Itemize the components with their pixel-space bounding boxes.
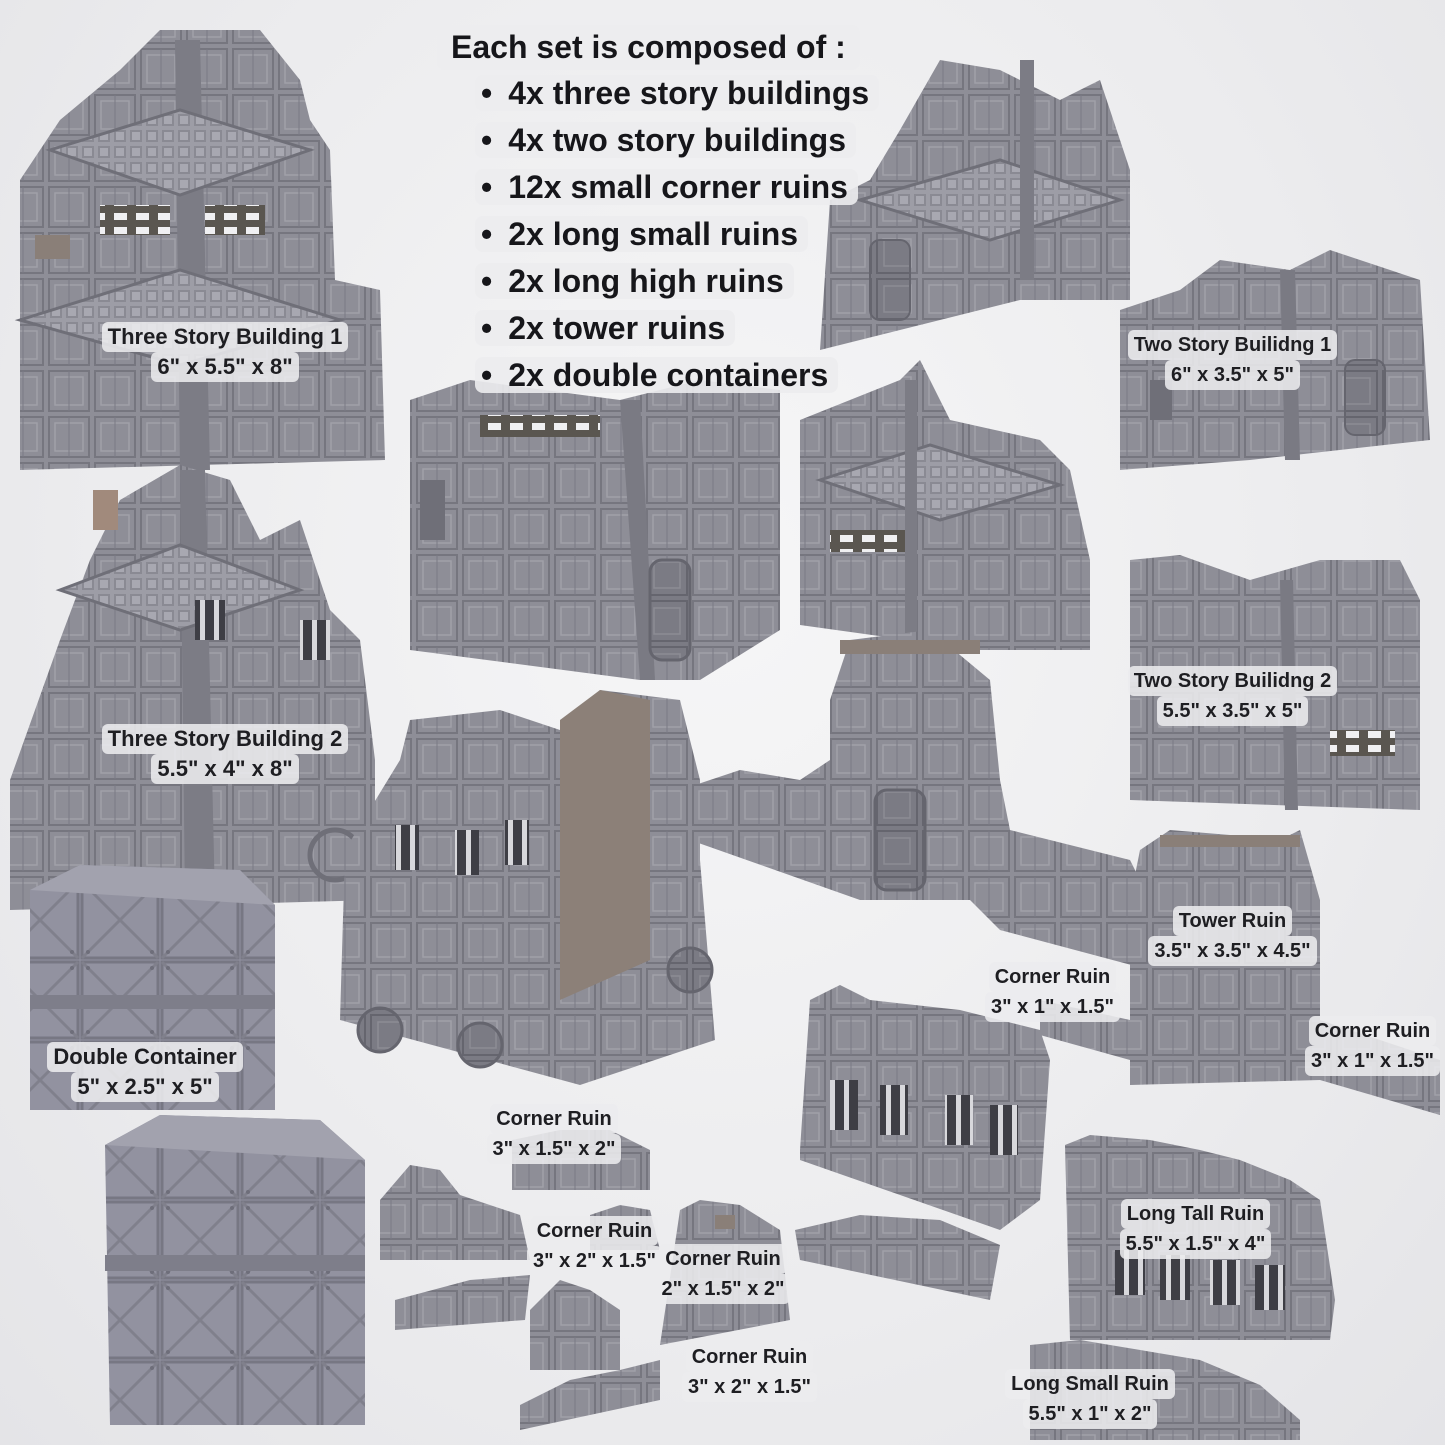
label-size: 3" x 2" x 1.5" bbox=[527, 1246, 662, 1276]
label-name: Three Story Building 1 bbox=[101, 322, 349, 352]
long-small-ruin-label: Long Small Ruin 5.5" x 1" x 2" bbox=[995, 1369, 1185, 1429]
label-name: Corner Ruin bbox=[685, 1342, 814, 1372]
three-story-building-2-model bbox=[10, 465, 375, 910]
label-name: Tower Ruin bbox=[1172, 906, 1293, 936]
label-name: Two Story Builidng 2 bbox=[1127, 666, 1338, 696]
label-name: Corner Ruin bbox=[988, 962, 1117, 992]
corner-ruin-b-label: Corner Ruin 3" x 1" x 1.5" bbox=[1300, 1016, 1445, 1076]
set-item-text: 2x long small ruins bbox=[475, 216, 809, 252]
corner-ruin-a-label: Corner Ruin 3" x 1" x 1.5" bbox=[975, 962, 1130, 1022]
label-name: Corner Ruin bbox=[490, 1104, 618, 1134]
set-list-heading: Each set is composed of : bbox=[437, 25, 860, 70]
two-story-building-centre-model bbox=[410, 380, 780, 680]
three-story-building-1-model bbox=[14, 30, 385, 470]
corner-ruin-d-label: Corner Ruin 3" x 2" x 1.5" bbox=[517, 1216, 672, 1276]
set-item: 4x two story buildings bbox=[475, 117, 879, 164]
label-name: Long Tall Ruin bbox=[1120, 1199, 1271, 1229]
label-name: Three Story Building 2 bbox=[101, 724, 349, 754]
label-size: 5.5" x 1" x 2" bbox=[1022, 1399, 1158, 1429]
long-tall-ruin-label: Long Tall Ruin 5.5" x 1.5" x 4" bbox=[1108, 1199, 1283, 1259]
long-tall-ruin-centre-model bbox=[800, 985, 1050, 1230]
label-size: 3" x 1" x 1.5" bbox=[1305, 1046, 1440, 1076]
three-story-building-1-label: Three Story Building 1 6" x 5.5" x 8" bbox=[75, 322, 375, 382]
corner-ruin-e-label: Corner Ruin 2" x 1.5" x 2" bbox=[648, 1244, 798, 1304]
corner-ruin-c-label: Corner Ruin 3" x 1.5" x 2" bbox=[478, 1104, 630, 1164]
set-item: 2x long small ruins bbox=[475, 211, 879, 258]
three-story-building-2-label: Three Story Building 2 5.5" x 4" x 8" bbox=[75, 724, 375, 784]
double-container-bottom-model bbox=[105, 1115, 365, 1425]
set-item: 12x small corner ruins bbox=[475, 164, 879, 211]
set-item-text: 4x two story buildings bbox=[475, 122, 857, 158]
label-size: 6" x 3.5" x 5" bbox=[1165, 360, 1300, 390]
set-item: 2x double containers bbox=[475, 352, 879, 399]
label-size: 6" x 5.5" x 8" bbox=[151, 352, 299, 382]
label-name: Double Container bbox=[47, 1042, 243, 1072]
two-story-building-middle-model bbox=[800, 360, 1090, 650]
label-size: 5" x 2.5" x 5" bbox=[71, 1072, 219, 1102]
set-item: 2x tower ruins bbox=[475, 305, 879, 352]
label-name: Two Story Builidng 1 bbox=[1127, 330, 1338, 360]
label-size: 3" x 1" x 1.5" bbox=[985, 992, 1120, 1022]
set-item: 4x three story buildings bbox=[475, 70, 880, 117]
two-story-corner-ruin-model bbox=[820, 60, 1130, 350]
two-story-building-1-label: Two Story Builidng 1 6" x 3.5" x 5" bbox=[1110, 330, 1355, 390]
set-item-text: 2x double containers bbox=[475, 357, 839, 393]
set-item: 2x long high ruins bbox=[475, 258, 879, 305]
corner-ruin-f-label: Corner Ruin 3" x 2" x 1.5" bbox=[672, 1342, 827, 1402]
three-story-ruin-centre-model bbox=[340, 690, 715, 1085]
label-size: 3.5" x 3.5" x 4.5" bbox=[1148, 936, 1317, 966]
label-name: Corner Ruin bbox=[659, 1244, 787, 1274]
set-contents-list: Each set is composed of : 4x three story… bbox=[437, 25, 880, 399]
label-size: 2" x 1.5" x 2" bbox=[655, 1274, 791, 1304]
set-items: 4x three story buildings 4x two story bu… bbox=[437, 70, 880, 399]
label-size: 3" x 2" x 1.5" bbox=[682, 1372, 817, 1402]
two-story-building-2-label: Two Story Builidng 2 5.5" x 3.5" x 5" bbox=[1110, 666, 1355, 726]
label-size: 5.5" x 1.5" x 4" bbox=[1119, 1229, 1272, 1259]
label-size: 5.5" x 3.5" x 5" bbox=[1156, 696, 1309, 726]
set-item-text: 4x three story buildings bbox=[475, 75, 880, 111]
label-name: Long Small Ruin bbox=[1005, 1369, 1175, 1399]
tower-ruin-label: Tower Ruin 3.5" x 3.5" x 4.5" bbox=[1130, 906, 1335, 966]
set-item-text: 2x tower ruins bbox=[475, 310, 736, 346]
label-size: 3" x 1.5" x 2" bbox=[486, 1134, 622, 1164]
double-container-label: Double Container 5" x 2.5" x 5" bbox=[20, 1042, 270, 1102]
label-size: 5.5" x 4" x 8" bbox=[151, 754, 299, 784]
tower-ruin-centre-model bbox=[680, 630, 1150, 970]
set-item-text: 2x long high ruins bbox=[475, 263, 794, 299]
set-item-text: 12x small corner ruins bbox=[475, 169, 858, 205]
label-name: Corner Ruin bbox=[1308, 1016, 1437, 1046]
label-name: Corner Ruin bbox=[530, 1216, 659, 1246]
